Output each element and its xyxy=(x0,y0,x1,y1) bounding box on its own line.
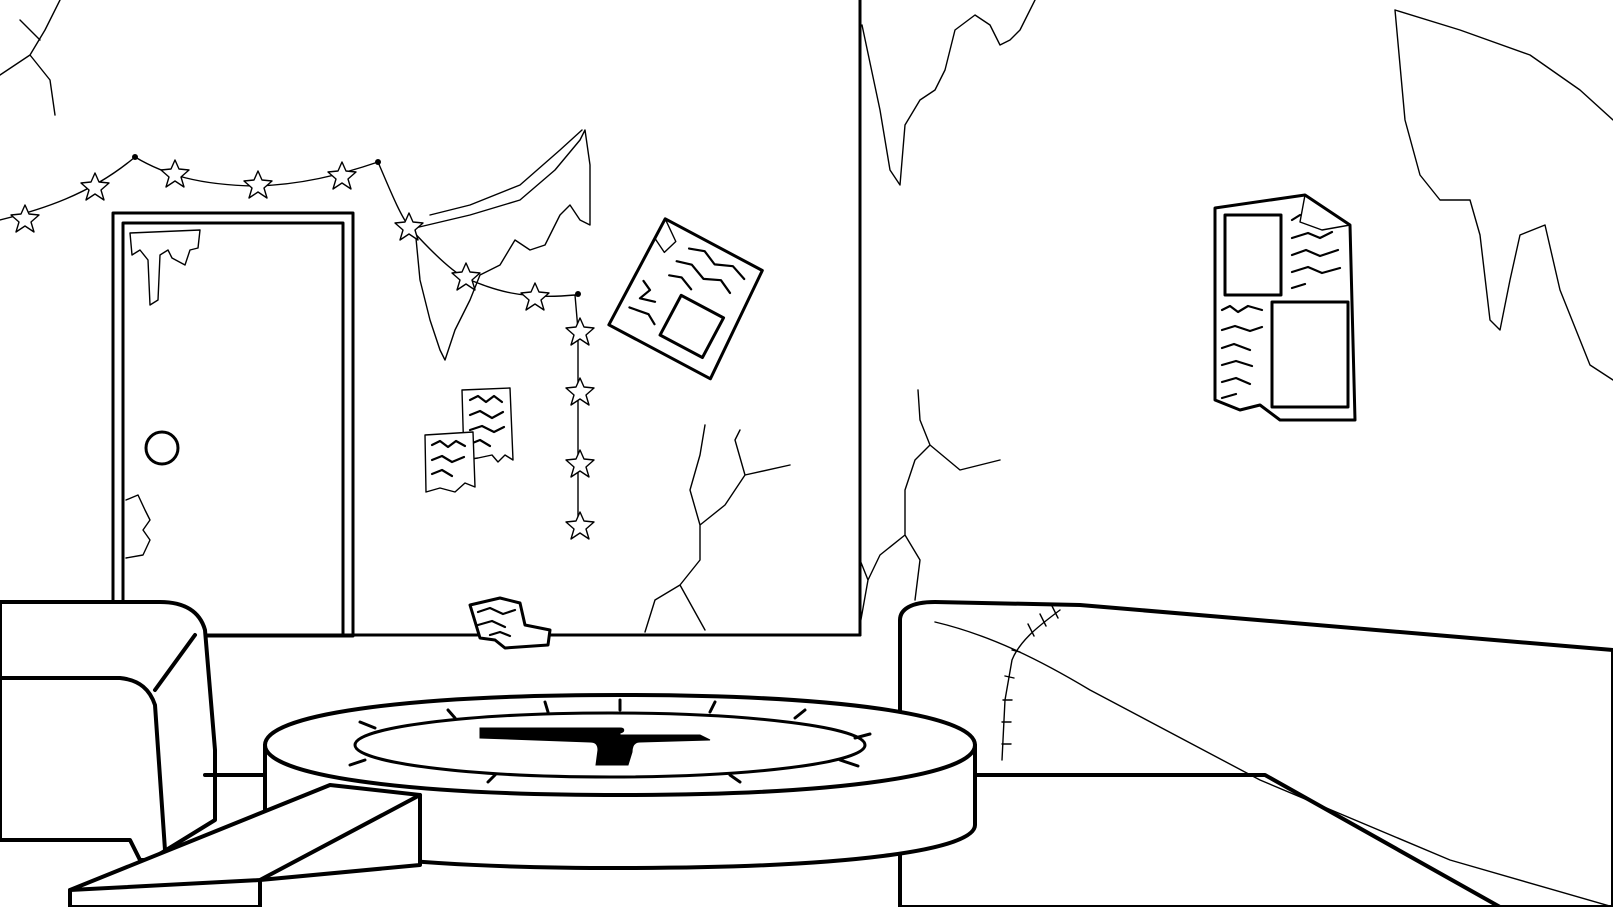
wall-poster xyxy=(1213,193,1357,422)
peel-far-right xyxy=(1394,9,1613,381)
sofa-right-cushion-line xyxy=(934,621,1613,907)
sofa-left-seam xyxy=(153,633,197,692)
sofa-right[interactable] xyxy=(898,600,1613,907)
star xyxy=(243,170,273,199)
garland-pin xyxy=(575,291,581,297)
newspaper-fold xyxy=(654,218,677,254)
peel-upper-right xyxy=(861,0,1036,186)
table-front-block-edge xyxy=(68,793,422,892)
clock-hands xyxy=(479,727,711,766)
poster-corner-fold xyxy=(1299,194,1351,231)
garland-pin xyxy=(132,154,138,160)
table-front-block xyxy=(68,783,422,907)
star xyxy=(10,204,40,233)
newspaper-text xyxy=(628,247,746,326)
poster-photo-bottom xyxy=(1270,300,1350,409)
door-knob[interactable] xyxy=(144,430,180,466)
newspaper-photo xyxy=(658,293,726,360)
poster-photo-top xyxy=(1223,213,1283,297)
posted-notes xyxy=(424,387,514,493)
crack-right xyxy=(859,389,1001,626)
star xyxy=(451,262,481,291)
peeling-paint xyxy=(414,0,1613,381)
garland-stars xyxy=(10,159,595,540)
crumpled-paper xyxy=(468,596,552,650)
star xyxy=(565,317,595,346)
note-back-scribble xyxy=(468,394,506,448)
door-peel-side xyxy=(125,494,151,559)
clock-face xyxy=(353,711,867,779)
star xyxy=(160,159,190,188)
star xyxy=(394,212,424,241)
star xyxy=(565,377,595,406)
sofa-left-cushion xyxy=(0,676,167,852)
star xyxy=(565,449,595,478)
poster-text xyxy=(1220,213,1342,400)
star-garland xyxy=(0,154,595,540)
star xyxy=(520,282,550,311)
clock-ticks xyxy=(348,698,872,784)
note-front-scribble xyxy=(430,439,467,478)
peel-inner-edge xyxy=(429,129,583,216)
crack-top-left xyxy=(0,0,61,116)
table-body[interactable] xyxy=(263,693,977,870)
garland-string xyxy=(0,156,579,526)
door[interactable] xyxy=(111,211,355,638)
sofa-right-stitches xyxy=(1001,605,1059,745)
poster-page xyxy=(1213,193,1357,422)
peel-by-garland xyxy=(414,129,591,361)
table-top-rim xyxy=(263,743,977,797)
star xyxy=(565,511,595,540)
door-panel[interactable] xyxy=(121,221,345,638)
sofa-left[interactable] xyxy=(0,600,217,862)
newspaper xyxy=(607,217,764,381)
garland-pin xyxy=(375,159,381,165)
wall-cracks xyxy=(0,0,1001,633)
sofa-right-body[interactable] xyxy=(898,600,1613,907)
clock-table[interactable] xyxy=(68,693,977,907)
sofa-right-stitch-seam xyxy=(1001,609,1061,761)
door-peel-top xyxy=(129,229,201,306)
star xyxy=(80,172,110,201)
sofa-left-back[interactable] xyxy=(0,600,217,862)
crumpled-text xyxy=(476,606,517,638)
star xyxy=(327,161,357,190)
crack-center xyxy=(644,424,791,633)
